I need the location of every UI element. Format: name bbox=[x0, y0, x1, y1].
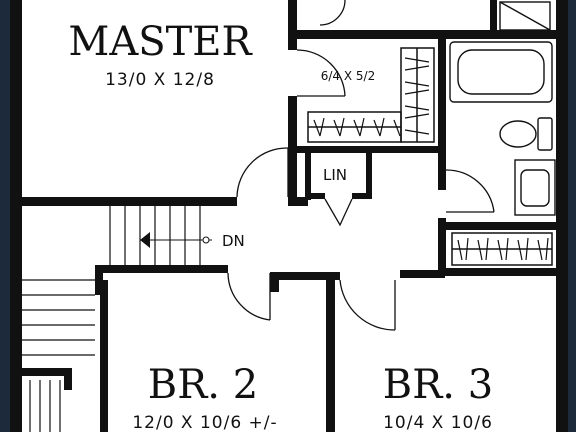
br3-room-name: BR. 3 bbox=[383, 362, 493, 408]
toilet bbox=[499, 117, 553, 151]
stair-treads bbox=[22, 206, 201, 432]
stair-direction-arrow bbox=[140, 232, 150, 248]
closet-dims: 6/4 X 5/2 bbox=[321, 69, 375, 83]
interior-walls bbox=[10, 0, 559, 432]
bath-sink bbox=[514, 159, 556, 216]
exterior-walls bbox=[10, 0, 568, 432]
stair-direction-dot bbox=[202, 236, 210, 244]
closet-hangers bbox=[313, 57, 549, 261]
br2-room-name: BR. 2 bbox=[148, 362, 258, 408]
master-room-dims: 13/0 X 12/8 bbox=[105, 70, 215, 90]
bathtub bbox=[449, 41, 553, 103]
shower bbox=[499, 1, 551, 31]
stairs-label: DN bbox=[222, 232, 245, 250]
door-swings bbox=[227, 0, 495, 331]
br3-room-dims: 10/4 X 10/6 bbox=[383, 413, 493, 432]
linen-label: LIN bbox=[323, 166, 347, 184]
closet-shelving bbox=[307, 47, 553, 266]
master-room-name: MASTER bbox=[68, 19, 253, 65]
br2-room-dims: 12/0 X 10/6 +/- bbox=[132, 413, 277, 432]
